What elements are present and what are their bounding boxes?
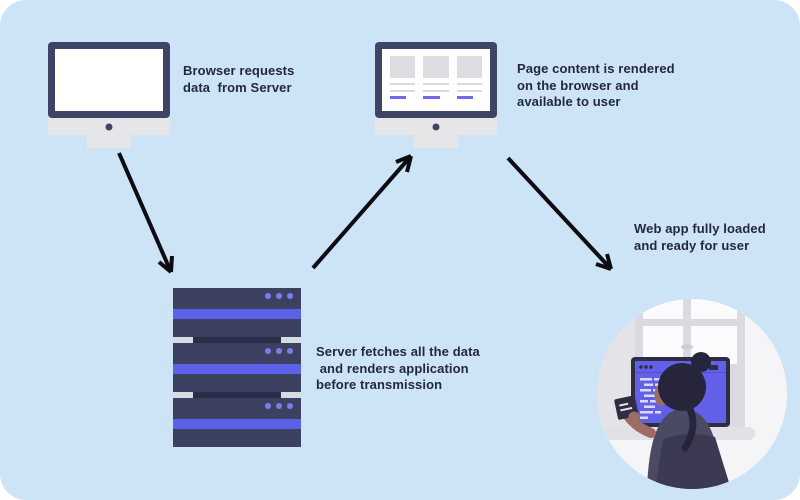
- led-dot: [276, 403, 282, 409]
- server-unit: [173, 398, 301, 447]
- wireframe-text-line: [423, 90, 449, 92]
- window-handle: [681, 344, 693, 350]
- monitor-screen-rendered: [382, 49, 490, 111]
- monitor-frame: [48, 42, 170, 118]
- server-stripe: [173, 419, 301, 429]
- arrow-server-to-rendered-icon: [311, 154, 413, 270]
- wireframe-image-block: [390, 56, 416, 78]
- browser-chrome-block: [709, 365, 718, 370]
- wireframe-link-line: [390, 96, 407, 99]
- wireframe-text-line: [423, 83, 449, 85]
- window-pane: [643, 299, 683, 319]
- led-dot: [265, 348, 271, 354]
- led-dot: [287, 403, 293, 409]
- server-stack-icon: [173, 288, 301, 447]
- wireframe-text-line: [456, 83, 482, 85]
- led-dot: [265, 403, 271, 409]
- server-unit: [173, 343, 301, 392]
- arrow-browser-to-server-icon: [117, 152, 174, 274]
- server-slot: [173, 337, 301, 343]
- server-stripe: [173, 364, 301, 374]
- monitor-chin: [48, 118, 170, 135]
- server-rail-tab: [173, 337, 193, 343]
- window-pane: [691, 299, 737, 319]
- wireframe-text-line: [390, 83, 416, 85]
- label-server-render: Server fetches all the data and renders …: [316, 344, 480, 392]
- monitor-stand: [87, 135, 131, 148]
- wireframe-image-block: [456, 56, 482, 78]
- person-hair: [658, 363, 706, 411]
- wireframe-text-line: [390, 90, 416, 92]
- led-dot: [265, 293, 271, 299]
- wireframe-image-block: [423, 56, 449, 78]
- page-wireframe: [382, 49, 490, 111]
- developer-at-desk-illustration: [597, 299, 787, 489]
- monitor-chin: [375, 118, 497, 135]
- label-browser-request: Browser requests data from Server: [183, 63, 295, 95]
- led-dot: [287, 348, 293, 354]
- illustration-svg: [597, 299, 787, 489]
- desktop-computer-wireframe-icon: [375, 42, 497, 148]
- server-leds: [265, 403, 293, 409]
- wireframe-link-line: [456, 96, 474, 99]
- server-slot: [173, 392, 301, 398]
- monitor-camera-dot: [105, 123, 113, 130]
- wireframe-text-line: [456, 90, 482, 92]
- monitor-stand: [414, 135, 458, 148]
- wireframe-card: [456, 56, 482, 104]
- server-rail-tab: [281, 337, 301, 343]
- monitor-frame: [375, 42, 497, 118]
- wireframe-card: [390, 56, 416, 104]
- server-leds: [265, 293, 293, 299]
- server-rail-tab: [281, 392, 301, 398]
- server-leds: [265, 348, 293, 354]
- server-stripe: [173, 309, 301, 319]
- person-hand: [628, 411, 640, 423]
- desktop-computer-icon: [48, 42, 170, 148]
- server-unit: [173, 288, 301, 337]
- chair-back: [655, 433, 731, 489]
- monitor-camera-dot: [432, 123, 440, 130]
- monitor-screen-blank: [55, 49, 163, 111]
- led-dot: [276, 348, 282, 354]
- hair-braid: [681, 405, 697, 452]
- arrow-rendered-to-user-icon: [506, 156, 613, 271]
- led-dot: [287, 293, 293, 299]
- led-dot: [276, 293, 282, 299]
- wireframe-card: [423, 56, 449, 104]
- label-web-app-ready: Web app fully loaded and ready for user: [634, 221, 766, 253]
- hair-bun: [691, 352, 711, 372]
- label-rendered-browser: Page content is rendered on the browser …: [517, 61, 675, 109]
- wireframe-link-line: [423, 96, 440, 99]
- server-rail-tab: [173, 392, 193, 398]
